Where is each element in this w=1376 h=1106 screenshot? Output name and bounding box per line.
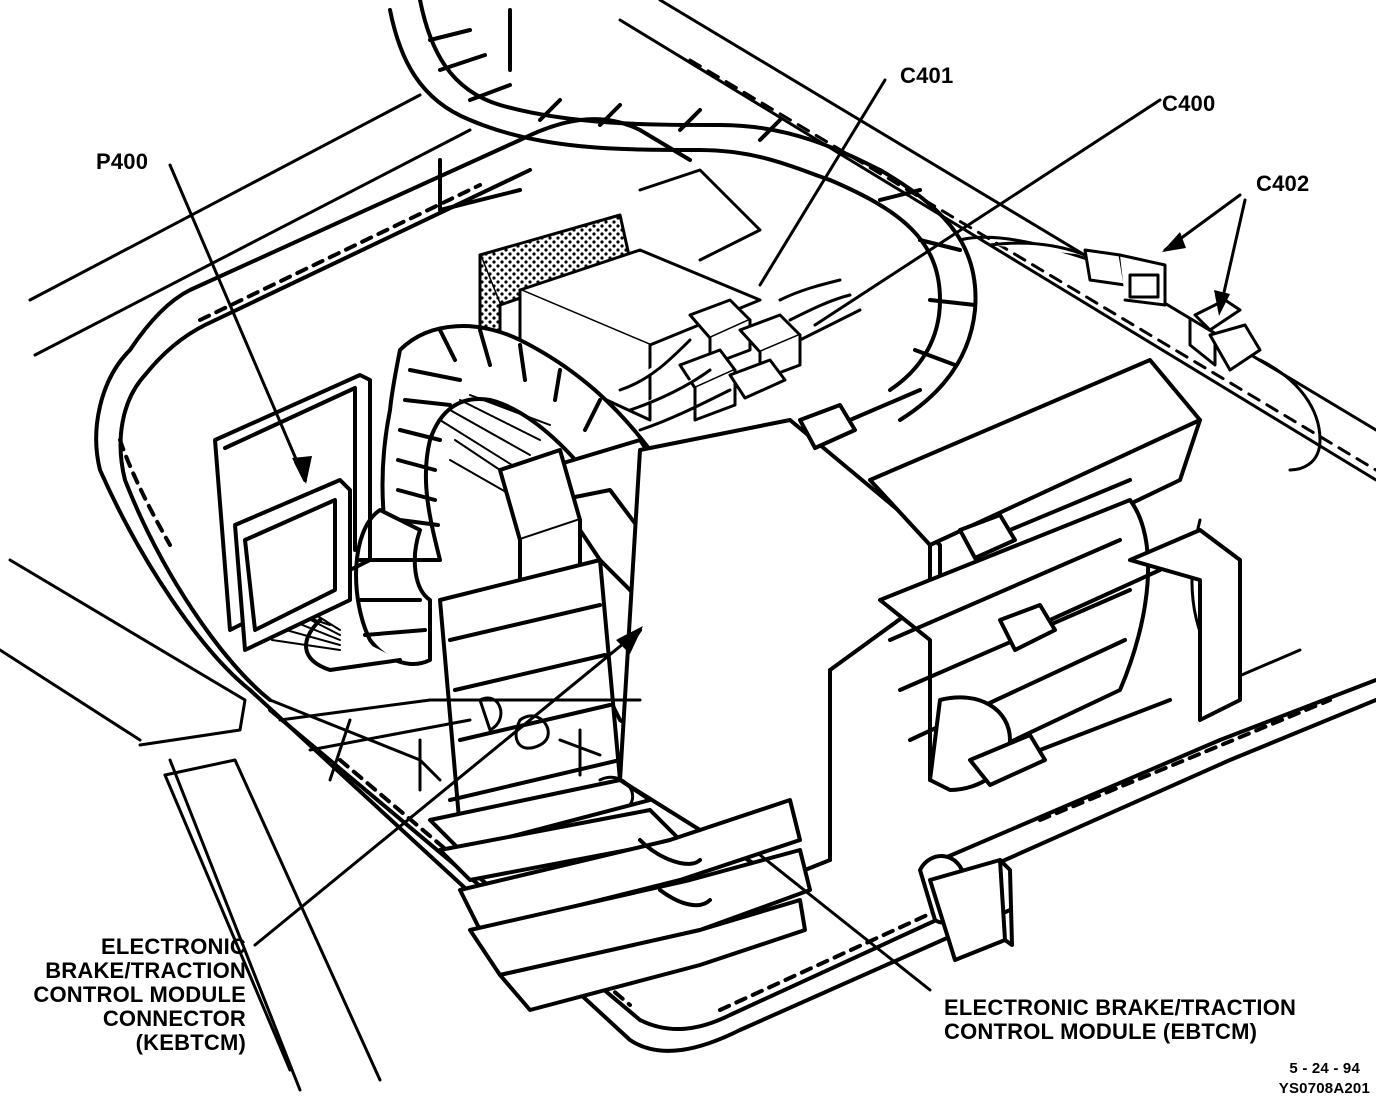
top-harness	[388, 0, 978, 422]
label-c401: C401	[900, 63, 954, 88]
connector-cluster	[618, 278, 862, 432]
label-kebtcm: ELECTRONIC BRAKE/TRACTION CONTROL MODULE…	[33, 934, 246, 1055]
footer-code: YS0708A201	[1278, 1080, 1370, 1097]
leader-lines	[168, 78, 1247, 992]
p400-frame	[213, 373, 372, 652]
label-ebtcm: ELECTRONIC BRAKE/TRACTION CONTROL MODULE…	[944, 995, 1297, 1044]
label-c402: C402	[1256, 171, 1310, 196]
footer-date: 5 - 24 - 94	[1289, 1060, 1360, 1077]
label-c400: C400	[1162, 91, 1216, 116]
floor-panel	[268, 698, 642, 792]
modulator	[798, 358, 1202, 792]
arrowheads	[292, 232, 1230, 654]
label-p400: P400	[96, 149, 149, 174]
main-harness	[304, 324, 652, 672]
floor-rail	[0, 93, 472, 1092]
ebtcm-body	[428, 418, 942, 1012]
c402-connector	[988, 241, 1322, 472]
mount-bracket	[918, 528, 1242, 962]
